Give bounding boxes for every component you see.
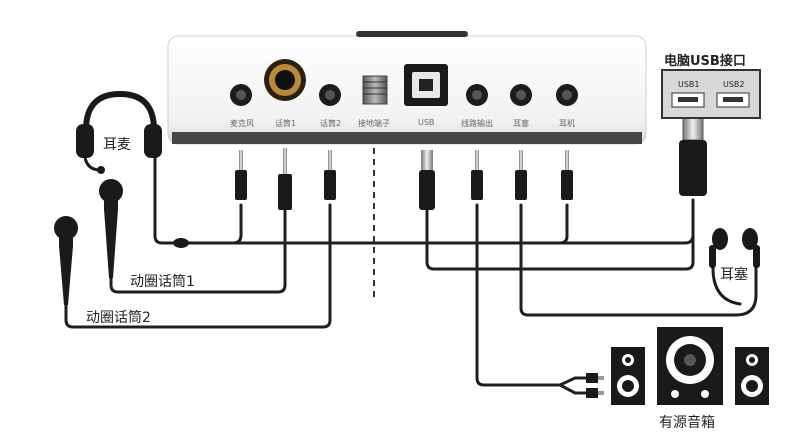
port-mic1-jack bbox=[264, 59, 306, 101]
mic1-label: 动圈话筒1 bbox=[130, 274, 195, 290]
earphones-label: 耳塞 bbox=[720, 267, 748, 283]
cable-earbud-left bbox=[711, 266, 742, 306]
subwoofer-icon bbox=[657, 327, 723, 405]
port-label-mic1: 话筒1 bbox=[275, 119, 297, 128]
port-label-headphone: 耳机 bbox=[559, 119, 575, 128]
port-label-earbud: 耳塞 bbox=[513, 119, 529, 128]
earbuds-icon bbox=[709, 228, 760, 268]
port-headphone-jack bbox=[556, 84, 578, 106]
port-usb-b bbox=[404, 64, 448, 106]
computer-usb-title: 电脑USB接口 bbox=[664, 54, 746, 69]
cable-headset-to-computer bbox=[184, 198, 695, 245]
headset-icon bbox=[76, 90, 162, 174]
plug-headphone bbox=[561, 150, 573, 200]
plug-mic1 bbox=[278, 148, 292, 210]
cables bbox=[64, 148, 758, 387]
plug-usb-b bbox=[419, 150, 435, 210]
microphone-2-icon bbox=[54, 216, 78, 305]
speakers-label: 有源音箱 bbox=[659, 415, 715, 431]
headset-label: 耳麦 bbox=[103, 137, 131, 153]
port-earbud-jack bbox=[510, 84, 532, 106]
cable-earbud bbox=[519, 203, 758, 317]
plug-earbud bbox=[515, 150, 527, 200]
port-lineout-jack bbox=[466, 84, 488, 106]
port-label-usb: USB bbox=[418, 118, 435, 127]
cable-headset-mic bbox=[153, 148, 243, 245]
plug-usb-a bbox=[679, 117, 707, 196]
microphone-1-icon bbox=[99, 179, 123, 278]
computer-usb-panel bbox=[661, 69, 761, 119]
speaker-right-icon bbox=[735, 347, 769, 405]
usb1-label: USB1 bbox=[678, 80, 700, 89]
port-mic-jack bbox=[230, 84, 252, 106]
port-label-mic2: 话筒2 bbox=[320, 119, 342, 128]
usb2-label: USB2 bbox=[723, 80, 745, 89]
cable-lineout bbox=[475, 203, 562, 387]
port-mic2-jack bbox=[319, 84, 341, 106]
plug-mic2 bbox=[324, 150, 336, 200]
port-ground-terminal bbox=[362, 75, 388, 105]
port-label-ground: 接地端子 bbox=[358, 119, 390, 128]
cable-headset-headphone bbox=[558, 203, 569, 245]
cable-mic2 bbox=[64, 203, 332, 329]
mic2-label: 动圈话筒2 bbox=[86, 310, 151, 326]
port-label-mic: 麦克风 bbox=[230, 119, 254, 128]
cable-splitter bbox=[173, 238, 189, 248]
cable-mic1 bbox=[109, 208, 287, 294]
plug-mic bbox=[235, 150, 247, 200]
cable-usb bbox=[425, 208, 695, 271]
plug-lineout bbox=[471, 150, 483, 200]
rca-plugs bbox=[559, 373, 604, 398]
speaker-left-icon bbox=[611, 347, 645, 405]
port-label-lineout: 线路输出 bbox=[461, 119, 493, 128]
